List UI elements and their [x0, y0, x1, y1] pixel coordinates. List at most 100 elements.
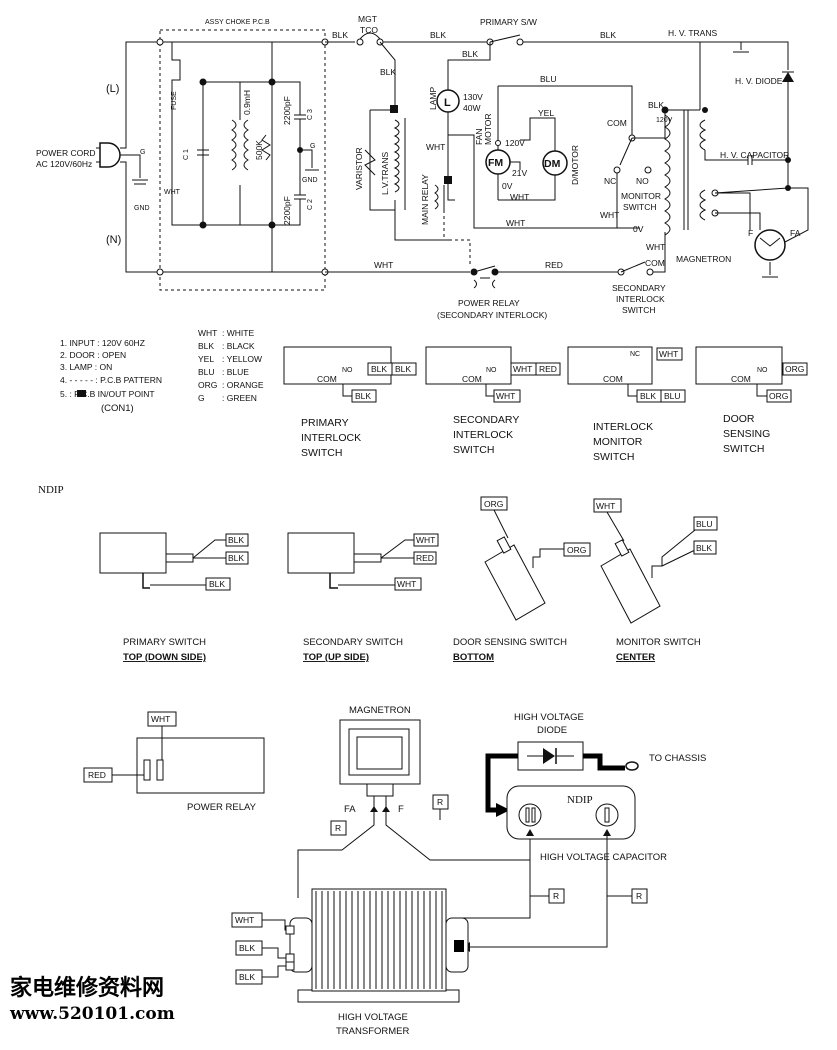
- switch-position: CENTER: [616, 652, 655, 663]
- switch-box-secondary: NO WHT RED COM WHT SECONDARY INTERLOCK S…: [425, 346, 561, 456]
- legend-code-5: G: [198, 393, 205, 403]
- switch-title-2: INTERLOCK: [301, 432, 361, 444]
- wire-tag: BLK: [355, 391, 371, 401]
- switch-title-1: SECONDARY: [453, 414, 519, 426]
- legend-code-3: BLU: [198, 367, 215, 377]
- wire-tag: RED: [88, 770, 106, 780]
- cap-a-label: 2200pF: [282, 96, 292, 125]
- switch-position: BOTTOM: [453, 652, 494, 663]
- d-motor-label: D/MOTOR: [570, 145, 580, 185]
- blk-label-2: BLK: [430, 30, 446, 40]
- monitor-switch-label-2: SWITCH: [623, 202, 657, 212]
- wht-label-fm: WHT: [510, 192, 529, 202]
- power-relay-box: [136, 737, 265, 794]
- lamp-rating-1: 130V: [463, 92, 483, 102]
- wire-tag: BLU: [696, 519, 713, 529]
- note-3: 3. LAMP : ON: [60, 362, 112, 372]
- wire-tag: BLK: [640, 391, 656, 401]
- legend-name-2: : YELLOW: [222, 354, 262, 364]
- ndip-cap-label: NDIP: [567, 794, 593, 806]
- blk-label-1: BLK: [332, 30, 348, 40]
- blu-label: BLU: [540, 74, 557, 84]
- power-relay-label-2: (SECONDARY INTERLOCK): [437, 310, 547, 320]
- color-legend: WHT : WHITE BLK : BLACK YEL : YELLOW BLU…: [198, 328, 264, 403]
- cap-b-label: 2200pF: [282, 196, 292, 225]
- switch-box-monitor: NC WHT COM BLK BLU INTERLOCK MONITOR SWI…: [567, 346, 686, 463]
- v0-small: 0V: [633, 224, 644, 234]
- switch-title-2: INTERLOCK: [453, 429, 513, 441]
- no-label-1: NO: [636, 176, 649, 186]
- secondary-interlock-label-2: INTERLOCK: [616, 294, 665, 304]
- wht-label-bottom: WHT: [374, 260, 393, 270]
- watermark-url: www.520101.com: [9, 1004, 175, 1024]
- pin-top: NO: [486, 367, 497, 374]
- switch-name: DOOR SENSING SWITCH: [453, 637, 567, 648]
- varistor-label: VARISTOR: [354, 147, 364, 190]
- tco-label: TCO: [360, 25, 378, 35]
- hv-capacitor-label: HIGH VOLTAGE CAPACITOR: [540, 852, 667, 863]
- pin-top: NO: [342, 367, 353, 374]
- wire-tag: BLK: [395, 364, 411, 374]
- hv-diode-label-1: HIGH VOLTAGE: [514, 712, 584, 723]
- magnetron-label: MAGNETRON: [676, 254, 731, 264]
- wire-tag: BLK: [239, 943, 255, 953]
- monitor-switch-label-1: MONITOR: [621, 191, 661, 201]
- switch-title-3: SWITCH: [301, 447, 342, 459]
- blk-label-4: BLK: [380, 67, 396, 77]
- legend-code-0: WHT: [198, 328, 217, 338]
- pin-com: COM: [462, 374, 482, 384]
- wire-tag: R: [335, 823, 341, 833]
- magnetron-fa-label: FA: [344, 804, 356, 815]
- wire-tag: WHT: [596, 501, 615, 511]
- power-cord-label: POWER CORD: [36, 148, 96, 158]
- primary-sw-label: PRIMARY S/W: [480, 17, 537, 27]
- power-relay-label-1: POWER RELAY: [458, 298, 520, 308]
- legend-code-1: BLK: [198, 341, 214, 351]
- secondary-interlock-label-3: SWITCH: [622, 305, 656, 315]
- switch-title-3: SWITCH: [453, 444, 494, 456]
- physical-door-switch: ORG ORG DOOR SENSING SWITCH BOTTOM: [453, 496, 591, 663]
- note-4: 4. - - - - - : P.C.B PATTERN: [60, 375, 162, 385]
- wire-tag: R: [553, 891, 559, 901]
- switch-box-primary: NO BLK BLK COM BLK PRIMARY INTERLOCK SWI…: [283, 346, 417, 459]
- schematic: ASSY CHOKE P.C.B POWER CORD AC 120V/60Hz…: [36, 14, 809, 320]
- v120-label: 120V: [505, 138, 525, 148]
- wire-tag: BLK: [209, 579, 225, 589]
- wire-tag: R: [636, 891, 642, 901]
- c1-label: C 1: [183, 149, 190, 160]
- blk-label-5: BLK: [462, 49, 478, 59]
- v120-small: 120V: [656, 117, 673, 124]
- legend-name-1: : BLACK: [222, 341, 255, 351]
- lamp-letter: L: [444, 97, 451, 109]
- notes: 1. INPUT : 120V 60HZ 2. DOOR : OPEN 3. L…: [60, 338, 162, 414]
- switch-name: PRIMARY SWITCH: [123, 637, 206, 648]
- pin-com: COM: [317, 374, 337, 384]
- physical-secondary-switch: WHT RED WHT SECONDARY SWITCH TOP (UP SID…: [287, 532, 439, 663]
- fan-motor-label-1: FAN: [474, 128, 484, 145]
- power-plug: [99, 142, 121, 168]
- wire-tag: WHT: [496, 391, 515, 401]
- wire-tag: BLK: [228, 553, 244, 563]
- pcb-g-label: G: [310, 143, 315, 150]
- magnetron-f-label: F: [398, 804, 404, 815]
- line-n-label: (N): [106, 234, 121, 246]
- physical-monitor-switch: WHT BLU BLK MONITOR SWITCH CENTER: [593, 498, 718, 663]
- magnetron-symbol: [754, 229, 786, 261]
- c2-label: C 2: [307, 199, 314, 210]
- resistor-label: 500K: [254, 140, 264, 160]
- pin-com: COM: [731, 374, 751, 384]
- secondary-interlock-label-1: SECONDARY: [612, 283, 666, 293]
- pin-top: NO: [757, 367, 768, 374]
- fa-label: FA: [790, 228, 801, 238]
- wire-tag: BLK: [371, 364, 387, 374]
- wire-tag: WHT: [416, 535, 435, 545]
- fm-letters: FM: [488, 157, 503, 169]
- watermark-cn: 家电维修资料网: [10, 975, 164, 1001]
- wire-tag: WHT: [151, 714, 170, 724]
- legend-name-5: : GREEN: [222, 393, 257, 403]
- wire-tag: BLU: [664, 391, 681, 401]
- ground-g-label: G: [140, 149, 145, 156]
- wire-tag: WHT: [397, 579, 416, 589]
- v0-label: 0V: [502, 181, 513, 191]
